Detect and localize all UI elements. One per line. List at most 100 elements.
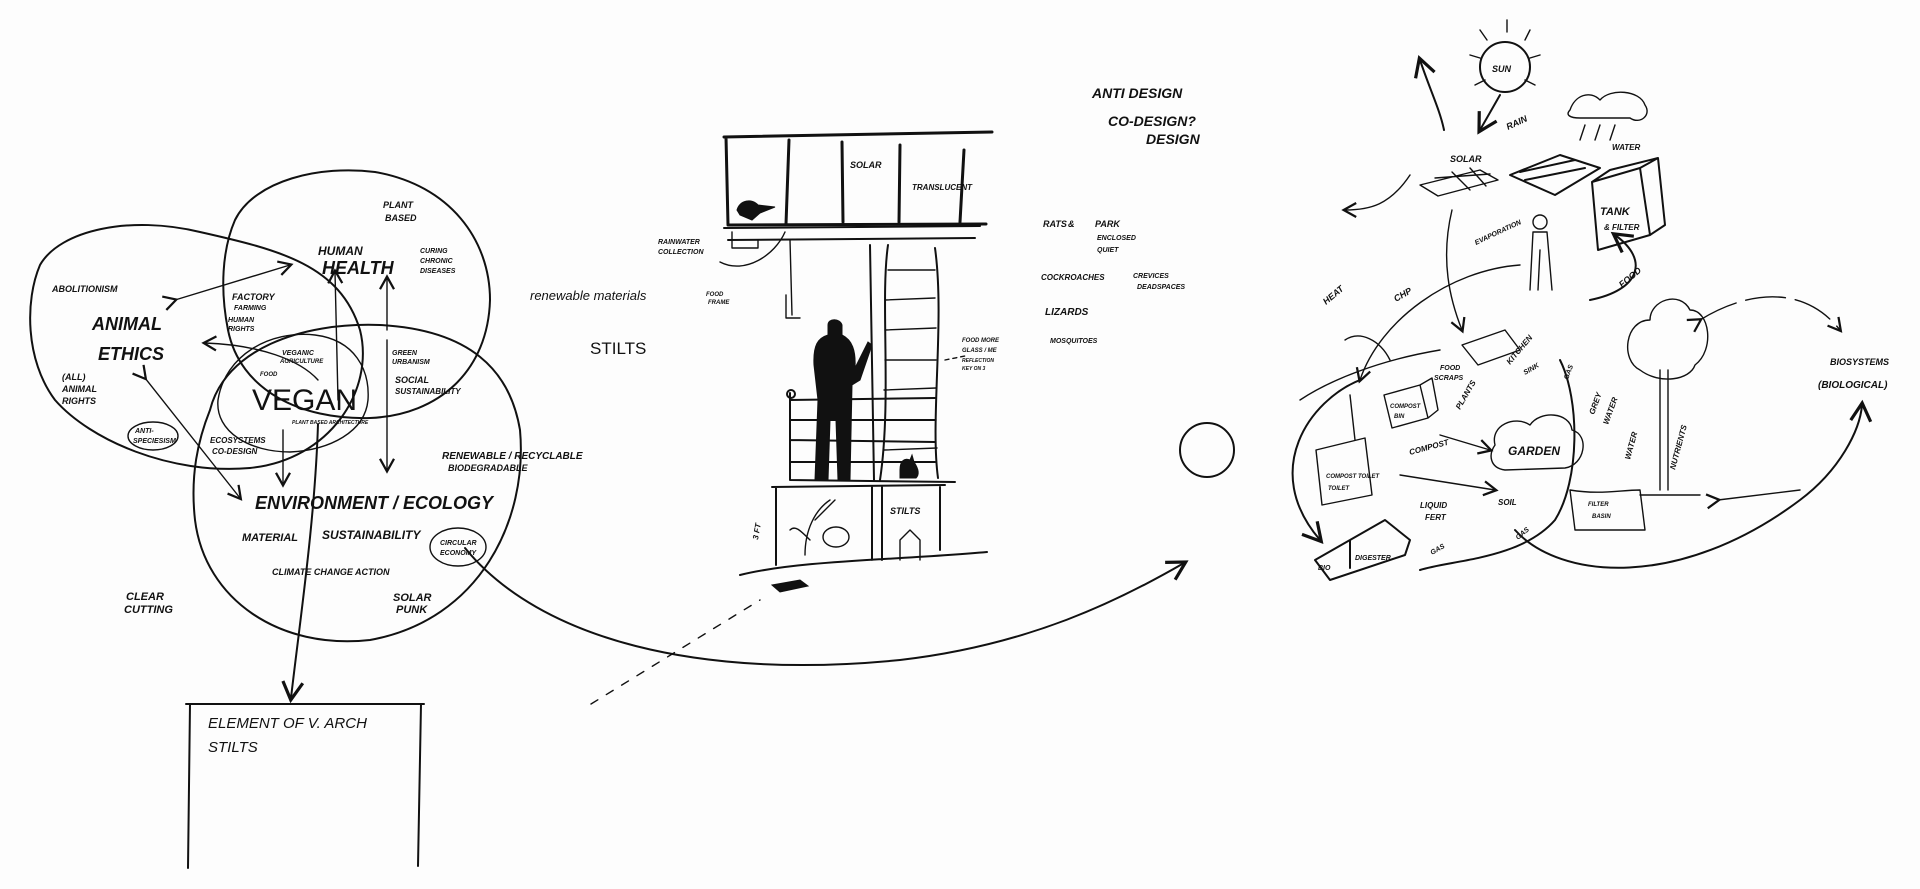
label-glass-note-4: KEY ON 3 — [962, 366, 985, 372]
label-sun: SUN — [1492, 64, 1512, 74]
label-material: MATERIAL — [242, 532, 298, 544]
label-health: HEALTH — [322, 258, 395, 278]
label-climate-change-action: CLIMATE CHANGE ACTION — [272, 567, 390, 577]
label-animal-rights-2: RIGHTS — [62, 396, 96, 406]
label-frame: FRAME — [708, 300, 730, 306]
label-ecosystems: ECOSYSTEMS — [210, 436, 266, 445]
person-icon — [1532, 214, 1548, 230]
bird-icon — [736, 200, 776, 221]
label-tank: TANK — [1600, 206, 1631, 218]
design-notes: ANTI DESIGN CO-DESIGN? DESIGN RATS & PAR… — [1041, 85, 1201, 345]
label-food: FOOD — [260, 372, 278, 378]
anti-speciesism-bubble — [127, 421, 179, 451]
note-rats-and: & — [1068, 219, 1075, 229]
label-gas-2: GAS — [1430, 543, 1447, 557]
human-health-circle — [222, 169, 491, 420]
label-food-scraps: FOOD — [1440, 365, 1460, 372]
tree-icon — [1626, 298, 1709, 380]
label-solar-panel: SOLAR — [1450, 154, 1482, 164]
note-lizards: LIZARDS — [1045, 307, 1089, 318]
label-punk: PUNK — [396, 604, 428, 616]
label-biosystems: BIOSYSTEMS — [1830, 357, 1889, 367]
cloud-icon — [1567, 91, 1648, 122]
label-food: FOOD — [1617, 265, 1644, 290]
label-circular: CIRCULAR — [440, 540, 477, 547]
label-cutting: CUTTING — [124, 604, 173, 616]
label-bin: BIN — [1394, 414, 1405, 420]
label-based: BASED — [385, 213, 417, 223]
box-line-2: STILTS — [208, 739, 258, 756]
label-toilet: TOILET — [1328, 486, 1351, 492]
label-stilts-building: STILTS — [890, 506, 920, 516]
label-translucent: TRANSLUCENT — [912, 183, 973, 192]
label-chp: CHP — [1392, 285, 1414, 304]
note-design: DESIGN — [1146, 131, 1201, 147]
note-renewable-materials: renewable materials — [530, 288, 647, 303]
label-diseases: DISEASES — [420, 268, 456, 275]
label-human: HUMAN — [318, 244, 363, 258]
label-human-rights-2: RIGHTS — [228, 326, 255, 333]
note-quiet: QUIET — [1097, 247, 1119, 254]
note-stilts: STILTS — [590, 339, 646, 358]
label-curing: CURING — [420, 248, 448, 255]
small-circle — [1179, 422, 1235, 478]
label-kitchen: KITCHEN — [1505, 333, 1535, 366]
building-sketch: SOLAR TRANSLUCENT RAINWATER COLLECTION F… — [658, 130, 1000, 593]
label-filter-basin: FILTER — [1588, 502, 1609, 508]
label-factory: FACTORY — [232, 292, 276, 302]
label-rainwater: RAINWATER — [658, 239, 700, 246]
rain-roof-icon — [1509, 154, 1601, 196]
label-heat: HEAT — [1321, 283, 1347, 307]
label-3ft: 3 FT — [751, 521, 763, 540]
label-green: GREEN — [392, 350, 418, 357]
label-social: SOCIAL — [395, 375, 429, 385]
label-abolitionism: ABOLITIONISM — [51, 284, 118, 294]
arrow-circular-to-building — [464, 547, 1189, 667]
label-compost-bin: COMPOST — [1390, 404, 1422, 410]
label-grey: GREY — [1587, 391, 1603, 416]
garden-cloud-icon — [1490, 414, 1584, 471]
note-park: PARK — [1095, 219, 1121, 229]
cat-icon — [899, 453, 919, 479]
label-nutrients: NUTRIENTS — [1668, 423, 1689, 470]
kitchen-icon — [1461, 329, 1521, 366]
label-compost-toilet: COMPOST TOILET — [1326, 474, 1381, 480]
label-farming: FARMING — [234, 305, 267, 312]
ecosystem-sketch: SUN SOLAR RAIN WATER TANK & FILTER EVAPO… — [1291, 19, 1889, 581]
label-liquid: LIQUID — [1420, 501, 1447, 510]
label-water-2: WATER — [1623, 431, 1639, 461]
label-digester: DIGESTER — [1355, 555, 1391, 562]
label-human-rights: HUMAN — [228, 317, 255, 324]
biodigester-icon — [1314, 519, 1411, 581]
label-compost: COMPOST — [1408, 437, 1450, 456]
arrow-animal-health — [162, 260, 294, 311]
note-crevices: CREVICES — [1133, 273, 1169, 280]
label-anti: ANTI- — [134, 428, 154, 435]
label-soil: SOIL — [1498, 498, 1517, 507]
note-enclosed: ENCLOSED — [1097, 235, 1136, 242]
rail-knob — [786, 389, 796, 399]
label-all: (ALL) — [62, 372, 86, 382]
label-solar: SOLAR — [393, 592, 432, 604]
note-mosquitoes: MOSQUITOES — [1050, 338, 1098, 345]
label-scraps: SCRAPS — [1434, 375, 1464, 382]
label-plants: PLANTS — [1454, 378, 1478, 411]
label-collection: COLLECTION — [658, 249, 704, 256]
solar-panel-icon — [1419, 167, 1499, 197]
venn-diagram: ABOLITIONISM ANIMAL ETHICS (ALL) ANIMAL … — [29, 169, 583, 704]
label-fert: FERT — [1425, 513, 1447, 522]
person-silhouette-icon — [813, 319, 873, 481]
label-animal: ANIMAL — [91, 314, 162, 334]
box-line-1: ELEMENT OF V. ARCH — [208, 715, 367, 732]
label-gas-1: GAS — [1563, 364, 1575, 381]
label-chronic: CHRONIC — [420, 258, 454, 265]
label-agriculture: AGRICULTURE — [279, 359, 324, 365]
label-glass-note-1: FOOD MORE — [962, 338, 1000, 344]
label-rain: RAIN — [1505, 113, 1530, 132]
label-environment-ecology: ENVIRONMENT / ECOLOGY — [255, 493, 495, 513]
label-co-design: CO-DESIGN — [212, 447, 258, 456]
label-veganic: VEGANIC — [282, 350, 315, 357]
label-bio: BIO — [1318, 565, 1331, 572]
arrow-animal-env — [132, 364, 243, 501]
label-social-sustainability: SUSTAINABILITY — [395, 387, 461, 396]
